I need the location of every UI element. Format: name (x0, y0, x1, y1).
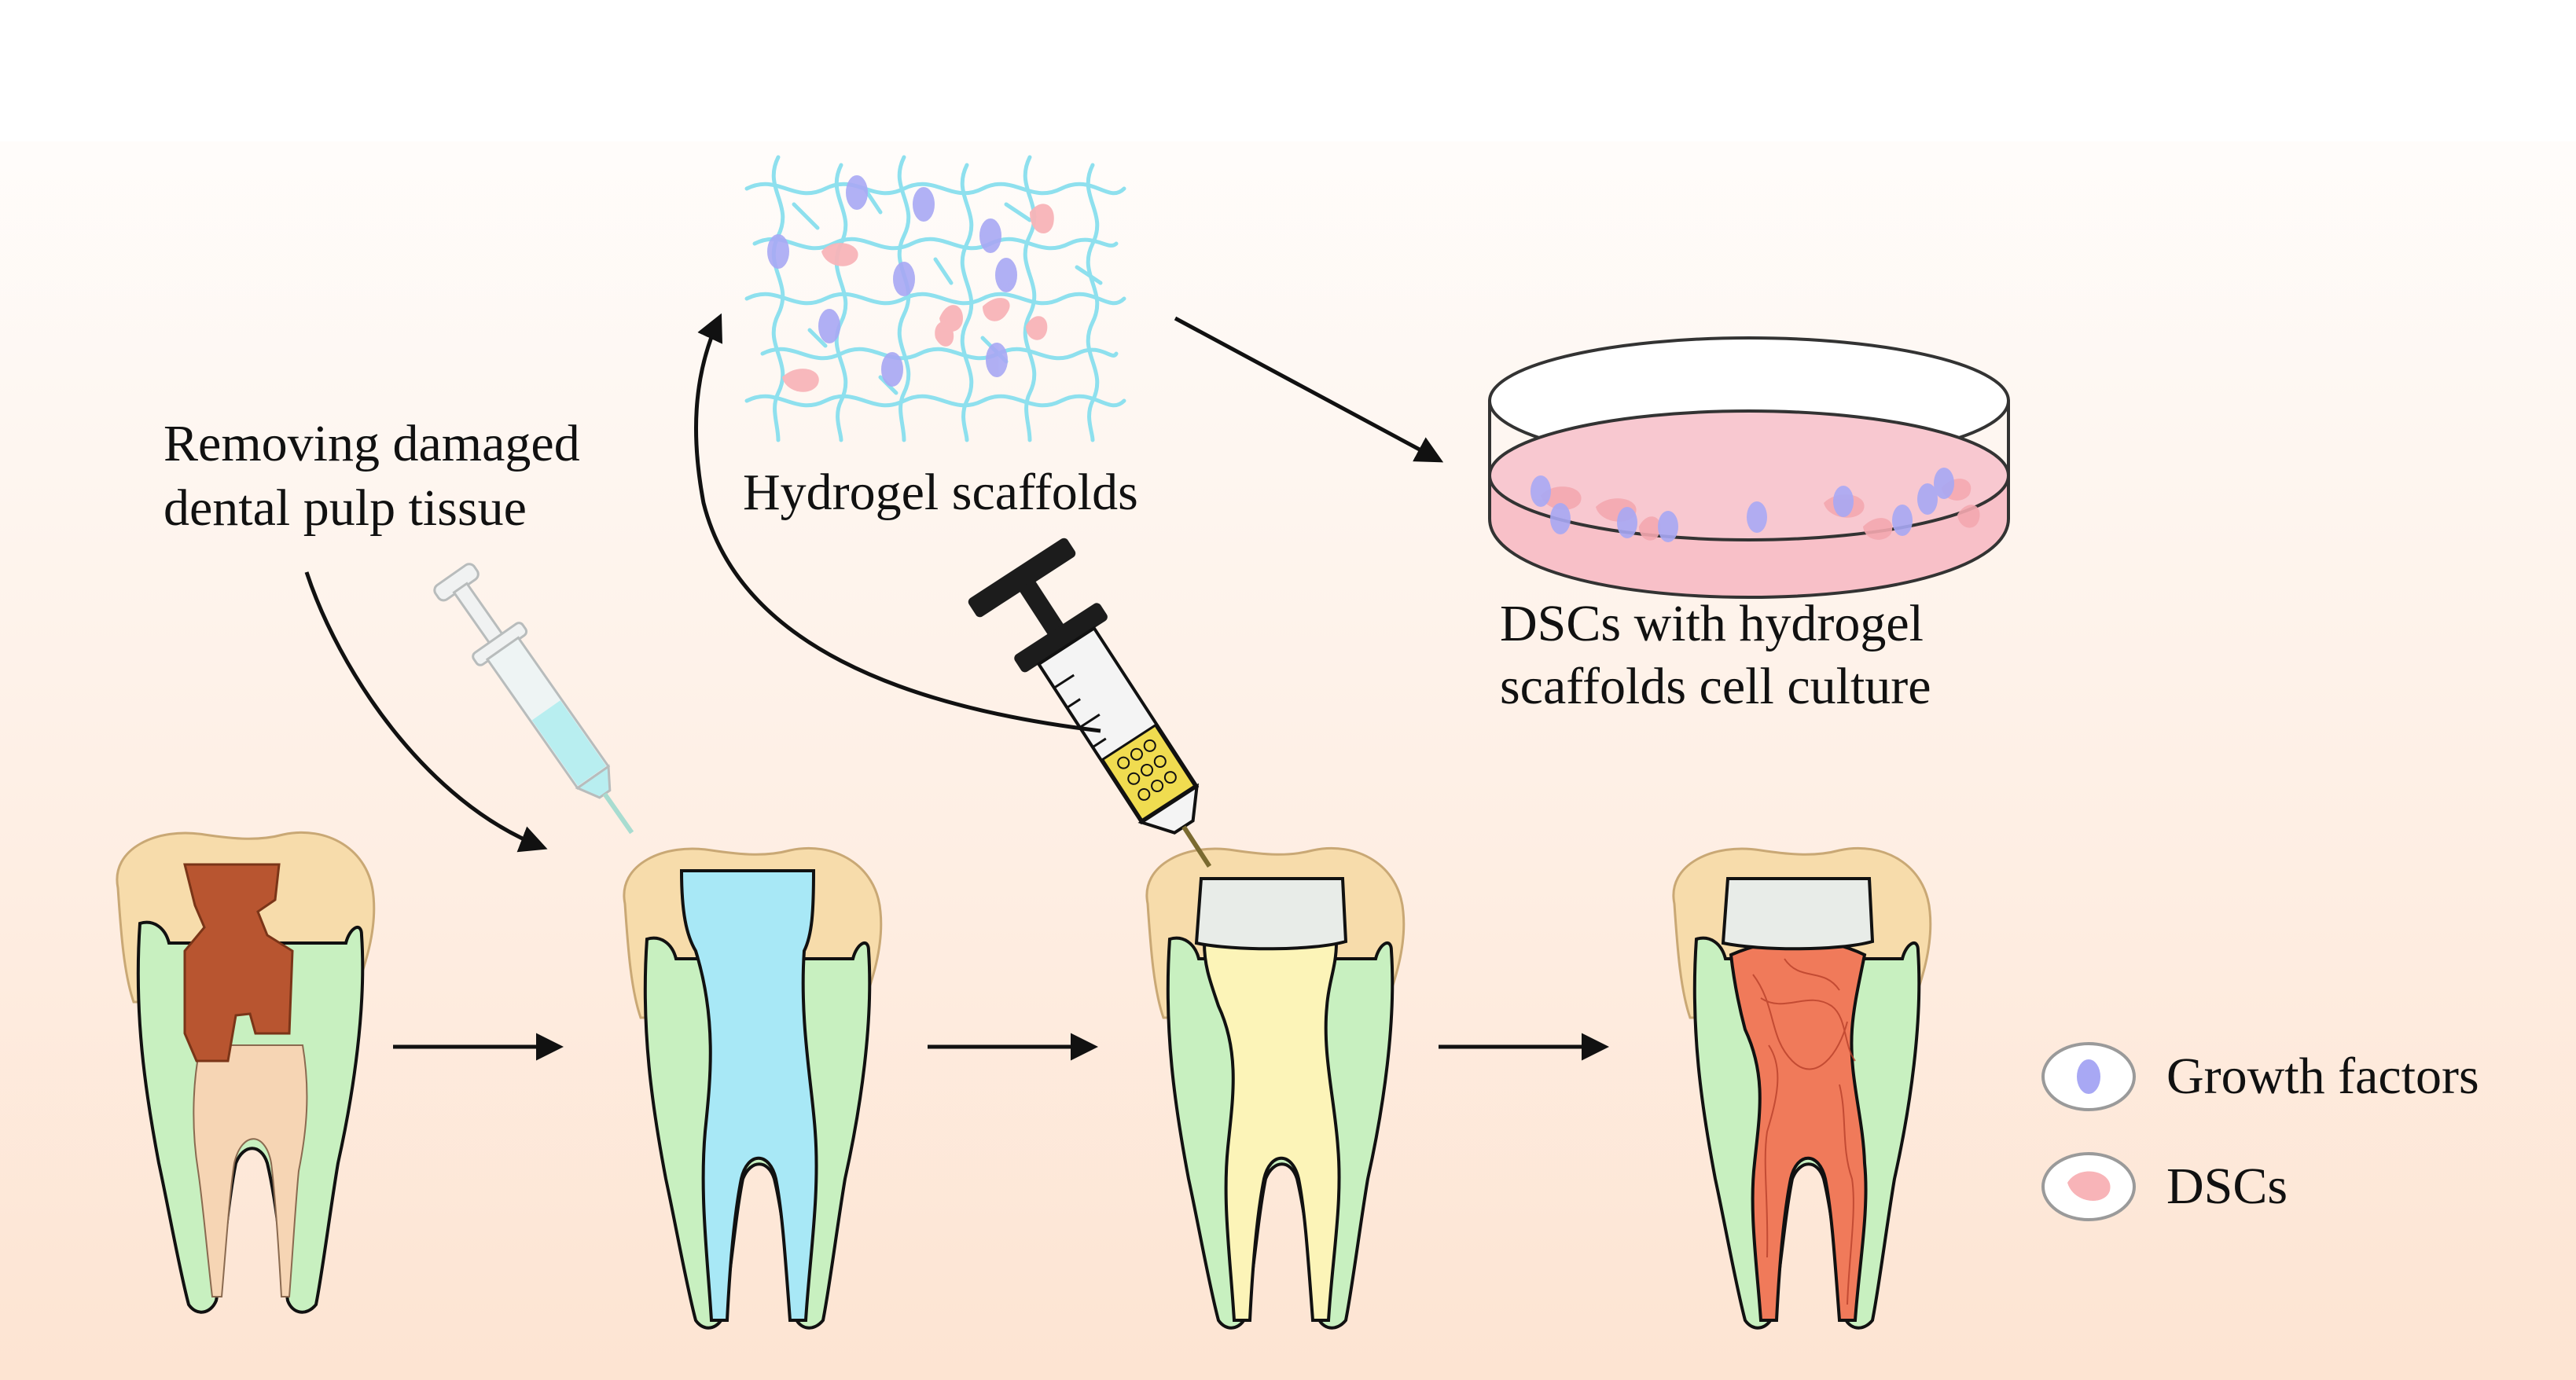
syringe-plunger-rod (1018, 578, 1064, 636)
dsc (782, 369, 819, 392)
mesh-lines (744, 155, 1126, 442)
growth-factor (1934, 468, 1954, 499)
hydrogel-syringe (433, 563, 634, 835)
dsc (1026, 316, 1048, 340)
growth-factor (767, 234, 789, 269)
growth-factor (1892, 505, 1913, 536)
syringe-tip (575, 764, 612, 799)
dish-growth-factors (1531, 468, 1954, 542)
growth-factor (979, 218, 1001, 253)
damaged-pulp (183, 863, 294, 1063)
growth-factor-icon (2077, 1059, 2100, 1094)
dsc (1639, 516, 1661, 541)
syringe-liquid (531, 700, 607, 787)
scaffold-fill (1202, 941, 1341, 1322)
legend-growth-factors-label: Growth factors (2166, 1048, 2479, 1105)
cell-culture-label-line1: DSCs with hydrogel (1500, 595, 1924, 652)
dsc (1863, 518, 1893, 540)
filling-cap (1721, 877, 1875, 951)
removing-pulp-label-line1: Removing damaged (164, 415, 580, 472)
growth-factor (913, 187, 935, 222)
hydrogel-fill (679, 869, 818, 1322)
growth-factor (893, 262, 915, 296)
growth-factor (986, 343, 1008, 377)
top-white-band (0, 0, 2576, 141)
growth-factor (1617, 507, 1637, 538)
tooth-damaged (116, 831, 376, 1314)
arrow-syringe-to-hydrogel (694, 313, 1101, 733)
syringe-flange (1014, 603, 1108, 673)
syringe-needle (602, 792, 634, 835)
arrow-hydrogel-to-dish (1174, 316, 1444, 463)
syringe-plunger-head (968, 538, 1076, 618)
dsc (983, 298, 1010, 321)
syringe-needle (1181, 825, 1212, 868)
tooth-scaffold-filled (1145, 846, 1406, 1330)
tooth-cleaned (623, 846, 883, 1330)
filling-cap (1194, 877, 1348, 951)
growth-factor (1550, 503, 1571, 534)
growth-factor (818, 309, 840, 343)
growth-factor (1747, 501, 1767, 533)
growth-factor (1658, 511, 1678, 542)
hydrogel-scaffolds-label: Hydrogel scaffolds (743, 464, 1138, 521)
dish-wall (1488, 401, 2010, 475)
legend-dscs-label: DSCs (2166, 1158, 2288, 1215)
mesh-growth-factors (767, 175, 1017, 387)
growth-factor (1531, 475, 1551, 507)
tooth-regenerated (1672, 846, 1932, 1330)
growth-factor (881, 352, 903, 387)
dsc (821, 243, 858, 266)
removing-pulp-label-line2: dental pulp tissue (164, 479, 527, 537)
regenerated-pulp (1729, 938, 1868, 1322)
growth-factor (846, 175, 868, 210)
cell-culture-label-line2: scaffolds cell culture (1500, 658, 1931, 715)
syringe-tip (1137, 783, 1200, 835)
pulp-roots (193, 1044, 308, 1297)
growth-factor (1917, 483, 1938, 515)
scaffold-syringe (968, 538, 1212, 868)
hydrogel-mesh (744, 155, 1126, 442)
arrow-removing-to-tooth (304, 571, 548, 853)
growth-factor (1833, 486, 1854, 517)
growth-factor (995, 258, 1017, 292)
dsc (1030, 204, 1054, 233)
dsc (935, 321, 954, 347)
petri-dish (1488, 336, 2010, 600)
dsc-cell-icon (2067, 1171, 2111, 1201)
syringe-graduations (1053, 673, 1107, 749)
mesh-dscs (782, 204, 1054, 392)
legend (2041, 1042, 2136, 1221)
dsc (1957, 505, 1980, 528)
pulp-vessels (1752, 958, 1856, 1305)
syringe-scaffold-dots (1117, 739, 1177, 801)
